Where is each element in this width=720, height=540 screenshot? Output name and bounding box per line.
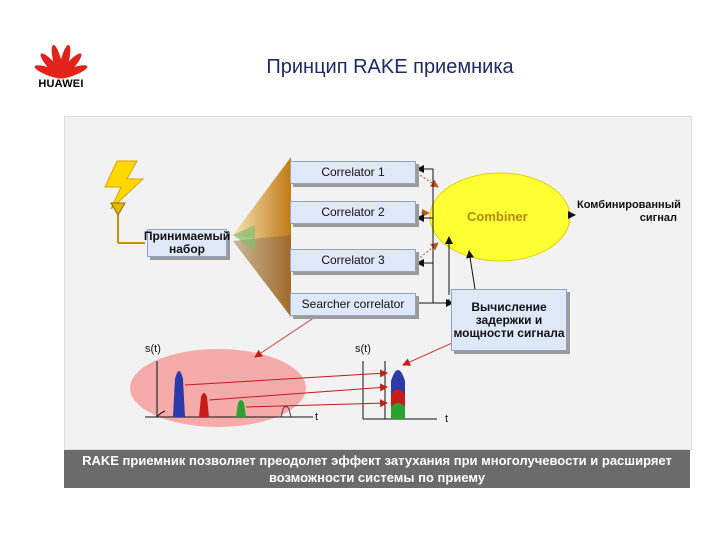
pulse-blue bbox=[173, 371, 185, 417]
brand-name: HUAWEI bbox=[38, 78, 84, 90]
caption-text: RAKE приемник позволяет преодолет эффект… bbox=[82, 453, 672, 485]
searcher-correlator-box: Searcher correlator bbox=[290, 293, 416, 316]
rake-diagram: Принимаемый набор Correlator 1 Correlato… bbox=[64, 116, 692, 450]
diagram-graphics bbox=[104, 157, 576, 427]
splitter-horn-top bbox=[233, 157, 291, 245]
combined-signal-label: Комбинированный сигнал bbox=[577, 199, 681, 224]
correlator-3-box: Correlator 3 bbox=[290, 249, 416, 272]
correlator-2-box: Correlator 2 bbox=[290, 201, 416, 224]
received-signal-box: Принимаемый набор bbox=[143, 229, 231, 257]
delay-power-calc-box: Вычисление задержки и мощности сигнала bbox=[451, 289, 567, 351]
page-title: Принцип RAKE приемника bbox=[266, 56, 514, 78]
huawei-petal-logo-icon bbox=[34, 44, 88, 79]
right-plot-y-label: s(t) bbox=[355, 343, 371, 355]
left-plot-x-label: t bbox=[315, 411, 319, 423]
lightning-icon bbox=[104, 160, 145, 210]
signal-cloud bbox=[130, 349, 306, 427]
splitter-horn-bottom bbox=[233, 235, 291, 317]
pulse-red bbox=[199, 393, 209, 417]
correlator-1-box: Correlator 1 bbox=[290, 161, 416, 184]
left-plot-y-label: s(t) bbox=[145, 343, 161, 355]
pulse-green bbox=[236, 400, 246, 417]
caption-banner: RAKE приемник позволяет преодолет эффект… bbox=[64, 450, 690, 488]
combiner-label: Combiner bbox=[467, 209, 528, 224]
pulse-faint bbox=[280, 406, 292, 418]
right-plot-x-label: t bbox=[445, 413, 449, 425]
antenna-icon bbox=[110, 202, 145, 244]
combined-pulse bbox=[391, 370, 405, 419]
